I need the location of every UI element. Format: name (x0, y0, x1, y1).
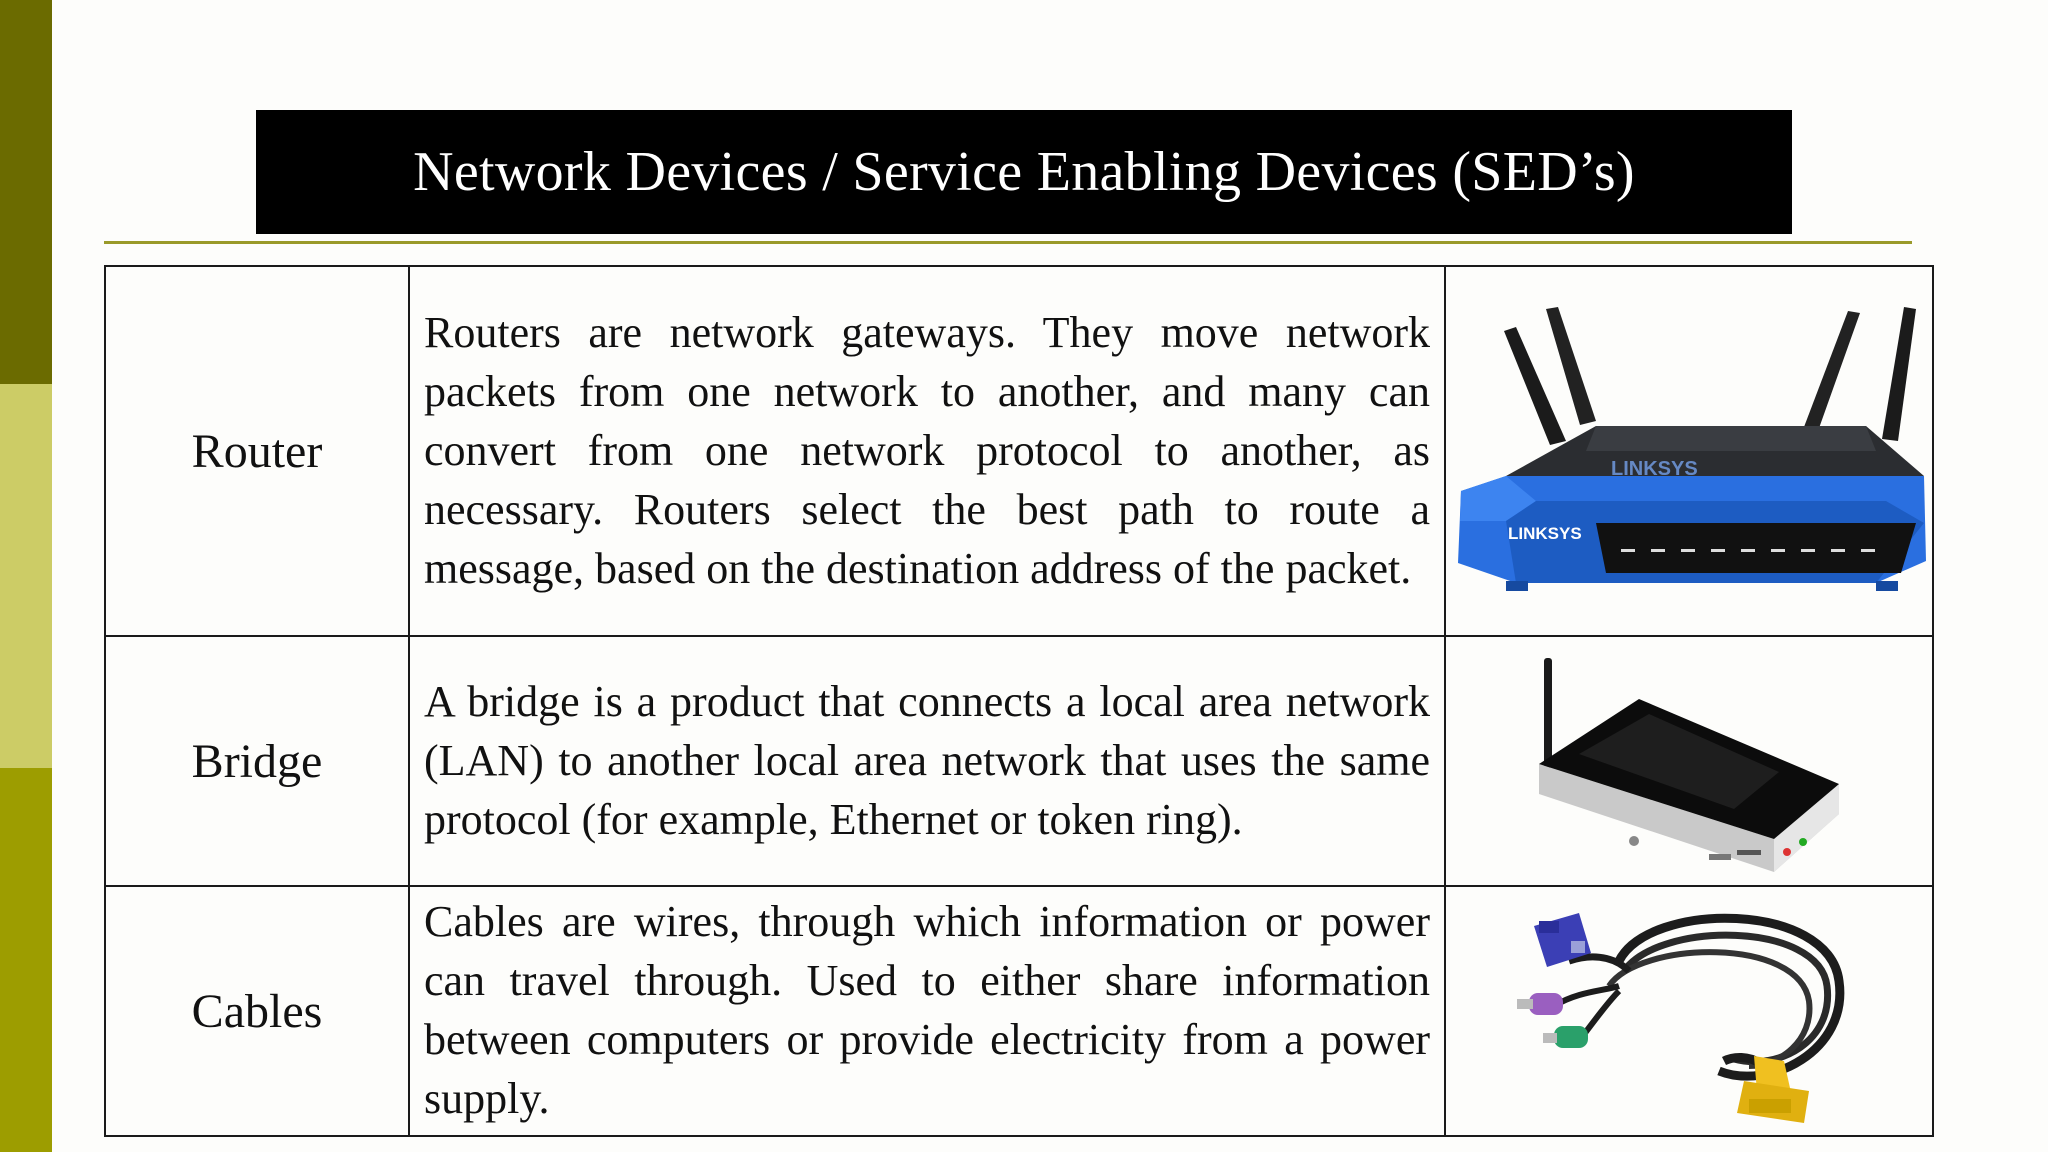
device-name-router: Router (104, 265, 410, 637)
device-description-router: Routers are network gateways. They move … (408, 265, 1446, 637)
cables-image (1517, 913, 1845, 1123)
device-name-cables: Cables (104, 885, 410, 1137)
title-underline (104, 241, 1912, 244)
slide-title-box: Network Devices / Service Enabling Devic… (256, 110, 1792, 234)
svg-text:LINKSYS: LINKSYS (1611, 458, 1698, 480)
device-image-cell-bridge (1444, 635, 1934, 887)
sidebar-band-middle (0, 384, 52, 768)
sidebar-band-top (0, 0, 52, 384)
device-description-bridge: A bridge is a product that connects a lo… (408, 635, 1446, 887)
table-row-router: Router Routers are network gateways. The… (104, 265, 1934, 637)
bridge-image (1539, 657, 1839, 872)
router-image: LINKSYS LINKSYS (1458, 307, 1926, 591)
table-row-cables: Cables Cables are wires, through which i… (104, 885, 1934, 1137)
sidebar-band-bottom (0, 768, 52, 1152)
svg-text:LINKSYS: LINKSYS (1508, 524, 1582, 543)
device-description-cables: Cables are wires, through which informat… (408, 885, 1446, 1137)
devices-table: Router Routers are network gateways. The… (104, 265, 1934, 1137)
slide-title: Network Devices / Service Enabling Devic… (413, 141, 1635, 203)
device-image-cell-router: LINKSYS LINKSYS (1444, 265, 1934, 637)
device-name-bridge: Bridge (104, 635, 410, 887)
device-image-cell-cables (1444, 885, 1934, 1137)
table-row-bridge: Bridge A bridge is a product that connec… (104, 635, 1934, 887)
